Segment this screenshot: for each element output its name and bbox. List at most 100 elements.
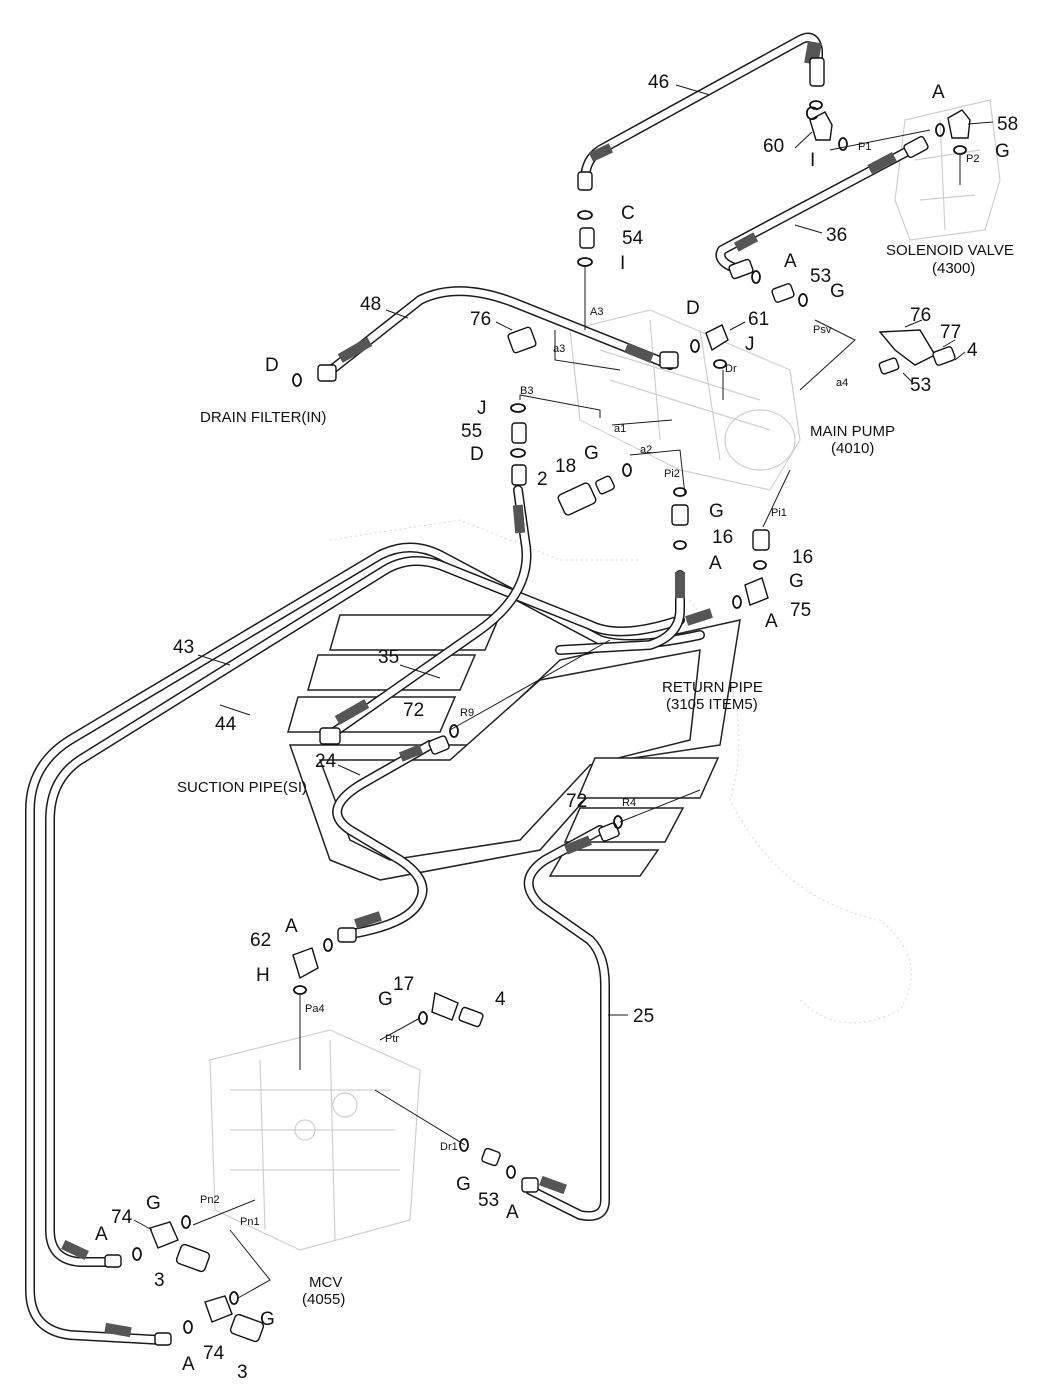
- callout-60: 60: [763, 136, 784, 157]
- callout-43: 43: [173, 637, 194, 658]
- port-pn1: Pn1: [240, 1216, 260, 1228]
- port-psv: Psv: [813, 324, 832, 336]
- mcv-code: (4055): [302, 1291, 345, 1308]
- letter-d-left: D: [470, 444, 484, 465]
- letter-a-62: A: [285, 916, 298, 937]
- letter-h: H: [256, 965, 270, 986]
- letter-g-74: G: [146, 1193, 161, 1214]
- callout-54: 54: [622, 228, 644, 249]
- port-r9: R9: [460, 707, 474, 719]
- port-a1: a1: [614, 423, 626, 435]
- callout-16-right: 16: [792, 547, 813, 568]
- callout-77: 77: [940, 322, 961, 343]
- letter-g-16: G: [709, 501, 724, 522]
- callout-25: 25: [633, 1006, 654, 1027]
- flow-arrows: [287, 614, 741, 881]
- solenoid-valve-label: SOLENOID VALVE: [886, 242, 1014, 259]
- letter-g-75: G: [789, 571, 804, 592]
- port-a3-upper: A3: [590, 306, 603, 318]
- return-pipe-code: (3105 ITEM5): [666, 696, 758, 713]
- callout-36: 36: [826, 225, 847, 246]
- callout-4-upper: 4: [967, 340, 978, 361]
- callout-18: 18: [555, 456, 576, 477]
- callout-76-left: 76: [470, 309, 491, 330]
- port-a4: a4: [836, 377, 848, 389]
- port-r4: R4: [622, 797, 636, 809]
- port-labels: P1 P2 A3 a3 B3 Psv Dr a4 a1 a2 Pi2 Pi1 R…: [200, 141, 979, 1228]
- letter-d-pump: D: [686, 298, 700, 319]
- fittings: [104, 57, 971, 1346]
- letter-g-53: G: [456, 1174, 471, 1195]
- callout-53-right: 53: [910, 375, 931, 396]
- return-pipe-label: RETURN PIPE: [662, 679, 763, 696]
- letter-g-top: G: [995, 141, 1010, 162]
- callout-24: 24: [315, 751, 337, 772]
- callout-3-lower: 3: [237, 1362, 248, 1383]
- callout-58: 58: [997, 114, 1018, 135]
- letter-a-75: A: [765, 611, 778, 632]
- mcv-label: MCV: [309, 1274, 342, 1291]
- letter-c-mid: C: [621, 203, 635, 224]
- suction-pipe-label: SUCTION PIPE(SI): [177, 779, 307, 796]
- letter-g-18: G: [584, 443, 599, 464]
- letter-j-pump: J: [745, 334, 755, 355]
- port-pn2: Pn2: [200, 1194, 220, 1206]
- callout-4-lower: 4: [495, 989, 506, 1010]
- port-a3-lower: a3: [553, 343, 565, 355]
- callout-74-upper: 74: [111, 1207, 133, 1228]
- o-rings: [132, 100, 967, 1334]
- callout-61: 61: [748, 309, 769, 330]
- port-b3: B3: [520, 385, 533, 397]
- component-labels: DRAIN FILTER(IN) SOLENOID VALVE (4300) M…: [177, 242, 1014, 1308]
- letter-g-mid: G: [830, 281, 845, 302]
- callout-2: 2: [537, 469, 548, 490]
- callout-numbers: 46 60 58 36 54 53 48 76 61 76 77 4 53 55…: [111, 72, 1018, 1383]
- port-pa4: Pa4: [305, 1003, 325, 1015]
- letter-j-left: J: [477, 398, 487, 419]
- letter-d-filter: D: [265, 355, 279, 376]
- callout-55: 55: [461, 421, 482, 442]
- letter-a-mid: A: [784, 251, 797, 272]
- callout-44: 44: [215, 714, 237, 735]
- callout-35: 35: [378, 647, 399, 668]
- port-pi1: Pi1: [771, 507, 787, 519]
- letter-i-mid: I: [620, 253, 625, 274]
- port-pi2: Pi2: [664, 468, 680, 480]
- port-dr: Dr: [725, 363, 737, 375]
- callout-46: 46: [648, 72, 669, 93]
- callout-53-lower: 53: [478, 1190, 499, 1211]
- port-p1: P1: [858, 141, 871, 153]
- callout-17: 17: [393, 974, 414, 995]
- letter-g-74-lower: G: [260, 1309, 275, 1330]
- callout-72-upper: 72: [403, 700, 424, 721]
- port-p2: P2: [966, 153, 979, 165]
- callout-62: 62: [250, 930, 271, 951]
- port-a2: a2: [640, 444, 652, 456]
- drain-filter-label: DRAIN FILTER(IN): [200, 409, 326, 426]
- callout-75: 75: [790, 600, 811, 621]
- letter-a-16: A: [709, 553, 722, 574]
- callout-76-right: 76: [910, 305, 931, 326]
- main-pump-code: (4010): [831, 440, 874, 457]
- letter-a-25: A: [506, 1202, 519, 1223]
- letter-a-74: A: [95, 1224, 108, 1245]
- port-dr1: Dr1: [440, 1141, 458, 1153]
- callout-74-lower: 74: [203, 1343, 225, 1364]
- ghost-components: [209, 99, 1001, 1251]
- callout-53-upper: 53: [810, 266, 831, 287]
- hose-sleeves: [61, 40, 897, 1338]
- main-pump-label: MAIN PUMP: [810, 423, 895, 440]
- port-leaders: [192, 129, 961, 1299]
- solenoid-valve-code: (4300): [932, 260, 975, 277]
- callout-3-upper: 3: [154, 1270, 165, 1291]
- letter-g-17: G: [378, 989, 393, 1010]
- connection-letters: C A I G C I A G D J D J D G G A G A A H …: [95, 82, 1010, 1375]
- port-ptr: Ptr: [385, 1033, 399, 1045]
- callout-leaders: [133, 84, 994, 1231]
- callout-16-left: 16: [712, 527, 733, 548]
- letter-i-top: I: [810, 150, 815, 171]
- callout-72-lower: 72: [566, 791, 587, 812]
- letter-a-74-lower: A: [182, 1354, 195, 1375]
